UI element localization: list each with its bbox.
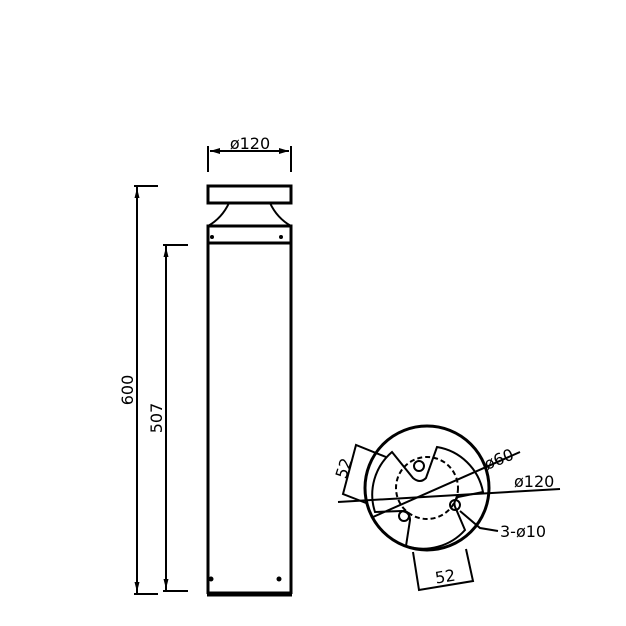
slot-dimension-left <box>341 443 387 504</box>
base-view: ø60 ø120 3-ø10 52 52 <box>332 424 561 592</box>
leader-line <box>337 488 561 503</box>
screw <box>279 235 283 239</box>
screw <box>276 576 282 582</box>
slot-width-bottom-label: 52 <box>434 566 457 588</box>
slot-dimension-bottom <box>412 548 475 592</box>
leader-line <box>372 451 521 518</box>
side-view: ø120 600 507 <box>118 134 293 597</box>
outer-diameter-label: ø120 <box>514 472 554 491</box>
neck <box>207 202 292 227</box>
bolt-circle <box>395 456 459 520</box>
bolt-circle-label: ø60 <box>481 445 516 474</box>
cap <box>206 184 293 205</box>
total-height-label: 600 <box>118 375 137 406</box>
screw <box>210 235 214 239</box>
band <box>206 224 293 245</box>
holes-label: 3-ø10 <box>500 522 546 541</box>
hole <box>398 510 410 522</box>
body-height-label: 507 <box>147 403 166 434</box>
screw <box>208 576 214 582</box>
hole <box>449 499 461 511</box>
leader-line <box>459 510 499 532</box>
mounting-plate <box>371 445 485 550</box>
hole <box>413 460 425 472</box>
top-diameter-label: ø120 <box>230 134 270 153</box>
outer-circle <box>363 424 491 552</box>
